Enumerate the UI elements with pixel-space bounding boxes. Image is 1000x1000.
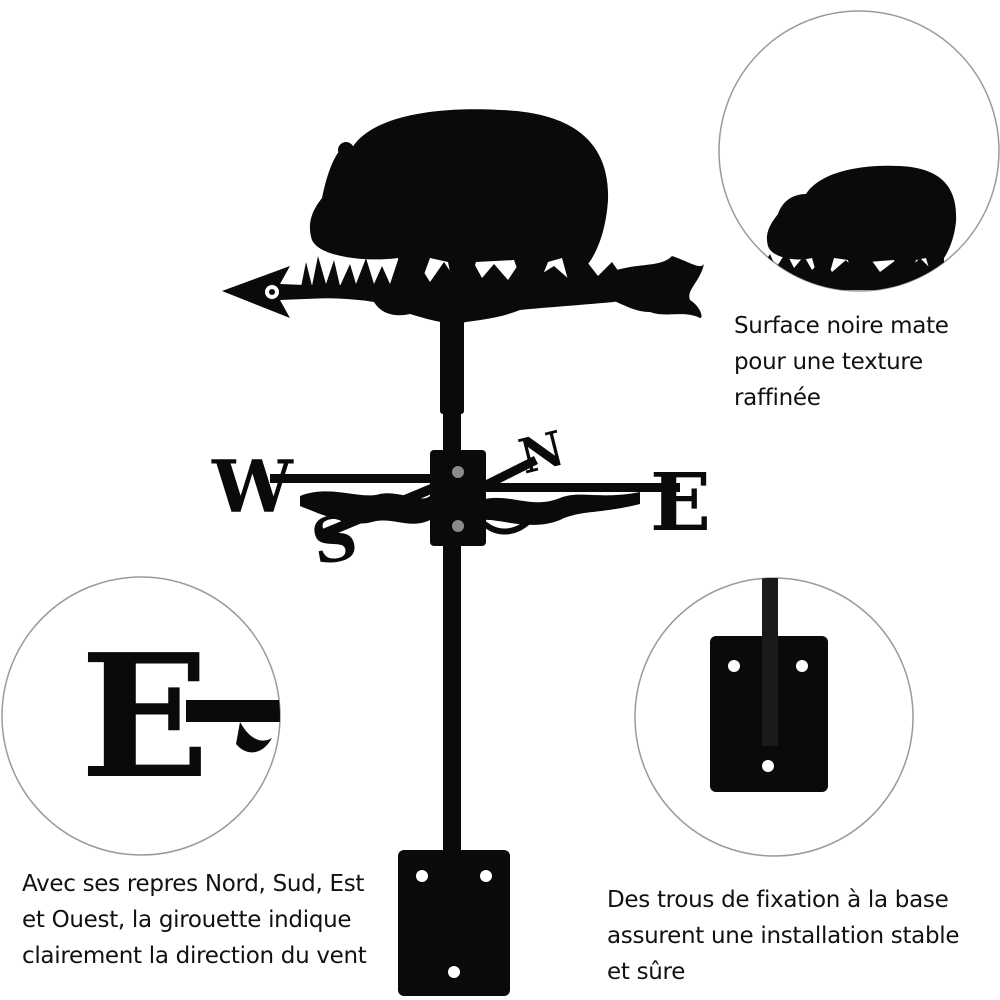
finish-detail — [718, 10, 1000, 292]
caption-line: Surface noire mate — [734, 313, 949, 339]
letter-west: W — [211, 444, 294, 529]
caption-finish: Surface noire mate pour une texture raff… — [734, 308, 949, 416]
caption-line: Avec ses repres Nord, Sud, Est — [22, 871, 365, 897]
caption-line: et Ouest, la girouette indique — [22, 907, 352, 933]
letter-east: E — [650, 455, 711, 549]
grass — [300, 254, 630, 324]
center-hub — [430, 450, 486, 546]
direction-arms — [270, 456, 680, 538]
pole-sleeve — [440, 318, 464, 414]
hippo-silhouette — [309, 109, 609, 282]
base-plate — [398, 850, 510, 996]
caption-directions: Avec ses repres Nord, Sud, Est et Ouest,… — [22, 866, 367, 974]
caption-line: raffinée — [734, 385, 821, 411]
caption-line: et sûre — [607, 959, 686, 985]
letter-detail: E — [1, 576, 281, 856]
caption-line: pour une texture — [734, 349, 923, 375]
caption-mounting: Des trous de fixation à la base assurent… — [607, 882, 960, 990]
base-detail — [634, 577, 914, 857]
caption-line: assurent une installation stable — [607, 923, 960, 949]
letter-north: N — [514, 421, 570, 486]
caption-line: clairement la direction du vent — [22, 943, 367, 969]
caption-line: Des trous de fixation à la base — [607, 887, 949, 913]
hippo-silhouette-detail — [766, 165, 957, 274]
weathervane: W E N S — [211, 109, 711, 996]
